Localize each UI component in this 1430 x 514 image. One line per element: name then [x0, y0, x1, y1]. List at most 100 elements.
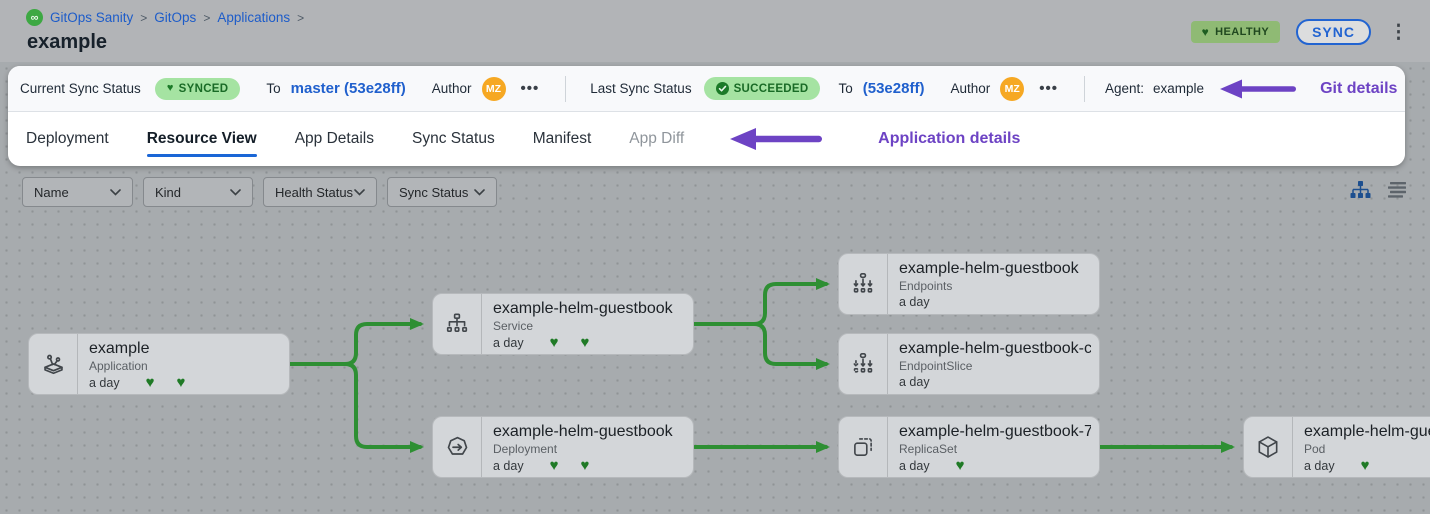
node-endpoints-example-helm-guestbook[interactable]: example-helm-guestbook Endpoints a day	[838, 253, 1100, 315]
author-label: Author	[950, 81, 991, 96]
node-service-example-helm-guestbook[interactable]: example-helm-guestbook Service a day♥♥	[432, 293, 694, 355]
breadcrumb-separator: >	[203, 10, 211, 25]
node-age: a day	[899, 375, 930, 389]
health-heart-icon: ♥	[955, 457, 965, 474]
node-kind: Deployment	[493, 442, 558, 456]
health-heart-icons: ♥♥	[550, 458, 590, 473]
health-heart-icon: ♥	[549, 457, 559, 474]
more-options-icon[interactable]: •••	[1039, 80, 1058, 97]
health-heart-icon: ♥	[176, 374, 186, 391]
node-age: a day	[1304, 458, 1335, 473]
to-label: To	[266, 81, 281, 96]
node-deployment-example-helm-guestbook[interactable]: example-helm-guestbook Deployment a day♥…	[432, 416, 694, 478]
health-heart-icons: ♥	[1361, 458, 1370, 473]
deployment-icon	[447, 436, 467, 455]
node-title: example	[89, 340, 150, 357]
heart-icon: ♥	[1201, 25, 1210, 39]
health-heart-icon: ♥	[1360, 457, 1370, 474]
tab-app-diff[interactable]: App Diff	[629, 129, 685, 147]
chevron-down-icon	[110, 188, 121, 196]
breadcrumb-item-gitops-sanity[interactable]: GitOps Sanity	[50, 10, 134, 25]
kind-filter-dropdown[interactable]: Kind	[143, 177, 253, 207]
replicaset-icon	[854, 438, 872, 456]
node-endpointslice-example-helm-guestbook-ct[interactable]: example-helm-guestbook-ct... EndpointSli…	[838, 333, 1100, 395]
node-title: example-helm-guest	[1304, 423, 1430, 440]
breadcrumb-item-applications[interactable]: Applications	[217, 10, 291, 25]
last-commit-link[interactable]: (53e28ff)	[862, 80, 925, 97]
chevron-down-icon	[354, 188, 365, 196]
succeeded-badge: SUCCEEDED	[703, 77, 821, 100]
sync-status-bar: Current Sync Status ♥ SYNCED To master (…	[8, 66, 1405, 112]
endpoints-icon	[853, 273, 873, 293]
annotation-arrow-left-icon	[730, 127, 823, 150]
git-details-annotation: Git details	[1320, 79, 1398, 97]
node-application-example[interactable]: example Application a day ♥ ♥	[28, 333, 290, 395]
node-age: a day	[899, 295, 930, 309]
pod-icon	[1258, 436, 1278, 458]
node-age: a day	[493, 335, 524, 350]
more-options-icon[interactable]: •••	[520, 80, 540, 97]
breadcrumb: ∞ GitOps Sanity > GitOps > Applications …	[26, 9, 304, 26]
tab-resource-view[interactable]: Resource View	[146, 112, 257, 165]
health-heart-icons: ♥♥	[550, 335, 590, 350]
filter-label: Sync Status	[399, 184, 469, 200]
chevron-down-icon	[230, 188, 241, 196]
health-status-filter-dropdown[interactable]: Health Status	[263, 177, 377, 207]
filter-label: Kind	[155, 184, 182, 200]
node-pod-example-helm-guestbook[interactable]: example-helm-guest Pod a day ♥	[1243, 416, 1430, 478]
page-title: example	[27, 31, 108, 53]
node-title: example-helm-guestbook	[899, 260, 1079, 277]
node-replicaset-example-helm-guestbook-74[interactable]: example-helm-guestbook-74... ReplicaSet …	[838, 416, 1100, 478]
application-details-annotation: Application details	[878, 129, 1021, 147]
gitops-logo-icon: ∞	[26, 9, 43, 26]
node-kind: Service	[493, 319, 534, 333]
node-kind: Pod	[1304, 442, 1326, 456]
succeeded-badge-label: SUCCEEDED	[733, 82, 809, 95]
health-heart-icon: ♥	[580, 457, 590, 474]
tab-manifest[interactable]: Manifest	[532, 129, 592, 147]
breadcrumb-separator: >	[140, 10, 148, 25]
divider	[1084, 75, 1085, 102]
tab-app-details[interactable]: App Details	[294, 129, 374, 147]
sync-button[interactable]: SYNC	[1296, 19, 1371, 45]
node-kind: ReplicaSet	[899, 442, 958, 456]
list-view-icon[interactable]	[1388, 181, 1408, 199]
health-heart-icon: ♥	[145, 374, 155, 391]
node-age: a day	[89, 375, 120, 390]
health-status-badge: ♥ HEALTHY	[1190, 21, 1281, 43]
filter-label: Health Status	[275, 184, 354, 200]
tab-sync-status[interactable]: Sync Status	[411, 129, 495, 147]
author-avatar[interactable]: MZ	[1000, 76, 1025, 101]
service-icon	[446, 313, 468, 332]
breadcrumb-item-gitops[interactable]: GitOps	[154, 10, 197, 25]
author-avatar[interactable]: MZ	[481, 76, 506, 101]
name-filter-dropdown[interactable]: Name	[22, 177, 133, 207]
health-heart-icons: ♥	[956, 458, 965, 473]
filter-bar: Name Kind Health Status Sync Status	[22, 177, 497, 207]
node-age: a day	[493, 458, 524, 473]
tab-bar: Deployment Resource View App Details Syn…	[8, 112, 1405, 165]
annotation-arrow-left-icon	[1220, 79, 1297, 98]
filter-label: Name	[34, 184, 69, 200]
check-circle-icon	[715, 82, 729, 95]
endpointslice-icon	[853, 353, 873, 373]
synced-badge: ♥ SYNCED	[154, 77, 241, 100]
node-kind: EndpointSlice	[899, 359, 973, 373]
application-icon	[43, 354, 63, 374]
divider	[565, 75, 567, 102]
tab-deployment[interactable]: Deployment	[26, 129, 109, 147]
node-kind: Application	[89, 359, 148, 373]
node-kind: Endpoints	[899, 279, 953, 293]
current-commit-link[interactable]: master (53e28ff)	[290, 80, 406, 97]
tree-view-icon[interactable]	[1349, 180, 1372, 200]
agent-label: Agent:	[1105, 81, 1145, 96]
page-header: ∞ GitOps Sanity > GitOps > Applications …	[0, 0, 1430, 62]
chevron-down-icon	[474, 188, 485, 196]
health-badge-label: HEALTHY	[1215, 26, 1270, 38]
view-toggle	[1349, 180, 1408, 200]
last-sync-status-label: Last Sync Status	[590, 81, 692, 96]
sync-status-filter-dropdown[interactable]: Sync Status	[387, 177, 497, 207]
health-heart-icon: ♥	[580, 334, 590, 351]
kebab-menu-icon[interactable]: ⋮	[1389, 21, 1408, 43]
synced-badge-label: SYNCED	[178, 82, 229, 95]
